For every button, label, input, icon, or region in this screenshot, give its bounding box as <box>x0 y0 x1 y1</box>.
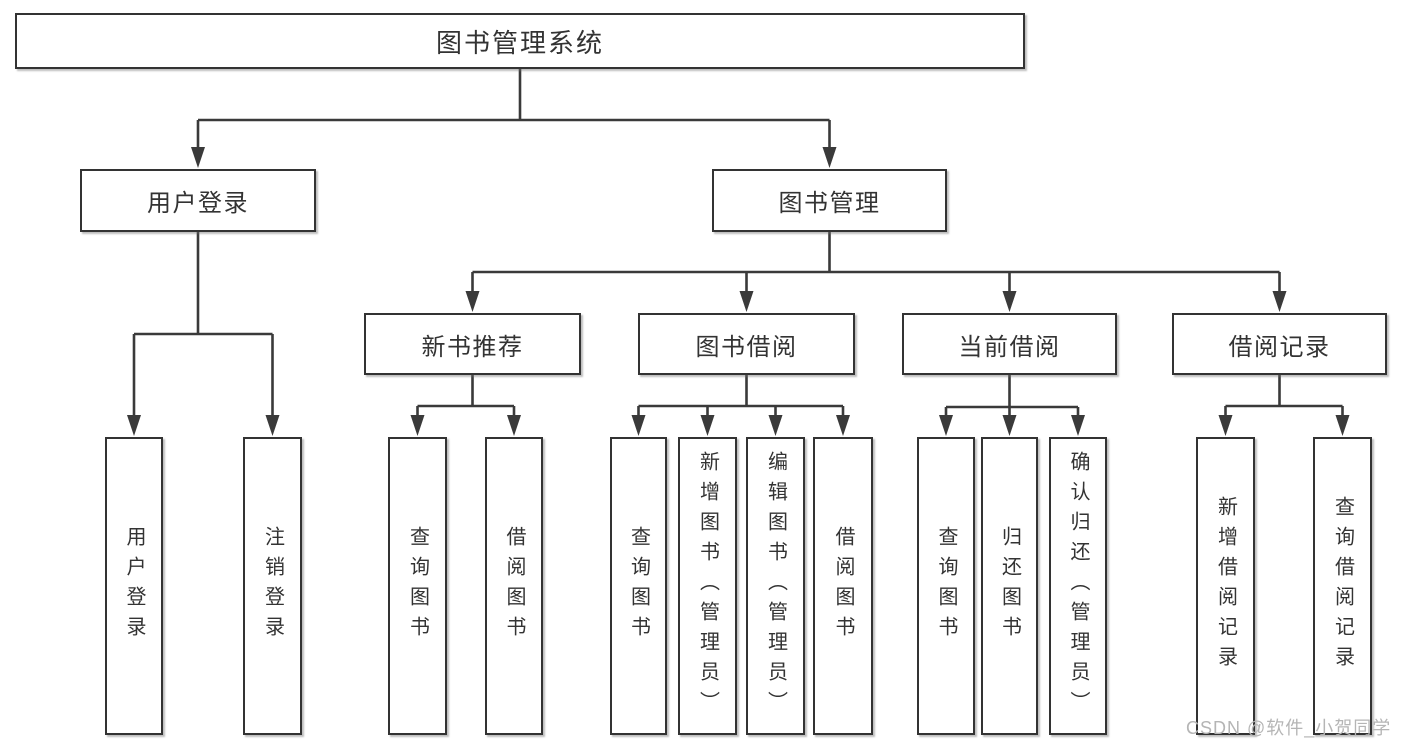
connector-book-mgmt <box>465 232 1287 312</box>
node-book-borrow: 图书借阅 <box>638 313 855 375</box>
connector-lines <box>1224 375 1344 419</box>
connector-new-book-rec <box>410 375 521 436</box>
node-rd-query-record: 查询借阅记录 <box>1313 437 1372 735</box>
arrowhead <box>836 415 850 436</box>
node-borrow-records: 借阅记录 <box>1172 313 1387 375</box>
connector-borrow-records <box>1218 375 1350 436</box>
node-root: 图书管理系统 <box>15 13 1025 69</box>
connector-lines <box>637 375 845 419</box>
node-current-borrow: 当前借阅 <box>902 313 1117 375</box>
arrowhead <box>822 147 837 168</box>
connector-lines <box>471 232 1281 295</box>
node-new-book-rec: 新书推荐 <box>364 313 581 375</box>
connector-root <box>191 69 837 168</box>
node-cur-return-books: 归还图书 <box>981 437 1038 735</box>
node-bor-borrow-books: 借阅图书 <box>813 437 873 735</box>
connector-lines <box>196 69 831 151</box>
connector-lines <box>944 375 1080 419</box>
arrowhead <box>191 147 205 168</box>
node-user-login: 用户登录 <box>80 169 316 232</box>
arrowhead <box>1272 291 1287 312</box>
connector-current-borrow <box>939 375 1085 436</box>
arrowhead <box>1071 415 1085 436</box>
node-login-action: 用户登录 <box>105 437 163 735</box>
arrowhead <box>507 415 521 436</box>
arrowhead <box>1218 415 1233 436</box>
node-bor-add-books: 新增图书（管理员） <box>678 437 737 735</box>
node-logout-action: 注销登录 <box>243 437 302 735</box>
node-cur-confirm-return: 确认归还（管理员） <box>1049 437 1107 735</box>
arrowhead <box>127 415 141 436</box>
arrowhead <box>1002 415 1017 436</box>
arrowhead <box>739 291 754 312</box>
arrowhead <box>939 415 953 436</box>
watermark: CSDN @软件_小贺同学 <box>1186 718 1392 738</box>
arrowhead <box>631 415 646 436</box>
connector-user-login <box>127 232 280 436</box>
node-cur-query-books: 查询图书 <box>917 437 975 735</box>
node-bor-edit-books: 编辑图书（管理员） <box>746 437 805 735</box>
arrowhead <box>1002 291 1017 312</box>
connector-lines <box>132 232 274 419</box>
node-bor-query-books: 查询图书 <box>610 437 667 735</box>
arrowhead <box>1335 415 1350 436</box>
arrowhead <box>410 415 425 436</box>
connector-book-borrow <box>631 375 850 436</box>
arrowhead <box>265 415 280 436</box>
node-rec-query-books: 查询图书 <box>388 437 447 735</box>
arrowhead <box>700 415 715 436</box>
arrowhead <box>768 415 783 436</box>
node-book-mgmt: 图书管理 <box>712 169 947 232</box>
node-rd-add-record: 新增借阅记录 <box>1196 437 1255 735</box>
connector-lines <box>416 375 516 419</box>
node-rec-borrow-books: 借阅图书 <box>485 437 543 735</box>
arrowhead <box>465 291 480 312</box>
